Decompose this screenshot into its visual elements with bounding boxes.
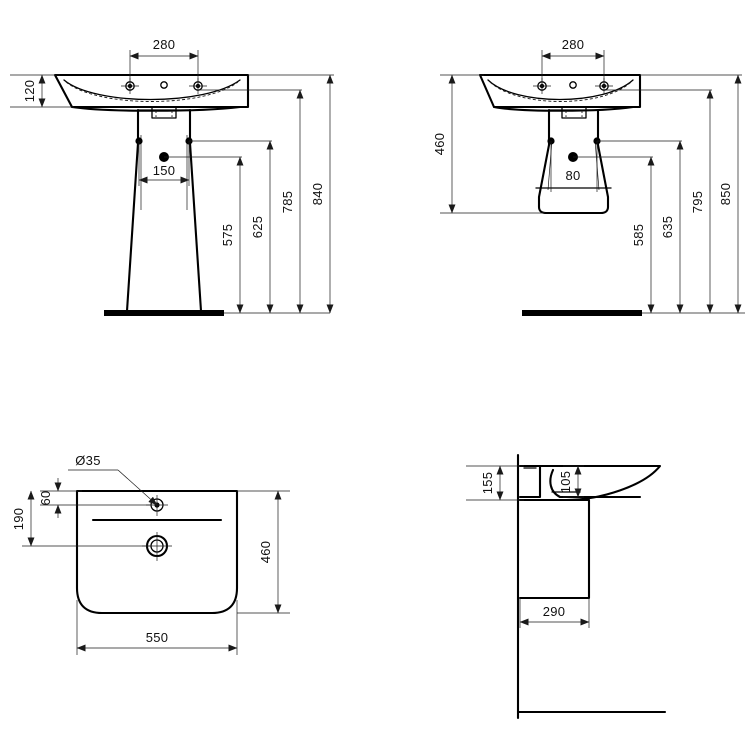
dim-label-v3-460: 460 (258, 541, 273, 564)
waste-outlet-plan (142, 532, 172, 561)
dim-v1-280: 280 (129, 37, 199, 82)
dim-v1-625: 625 (189, 140, 274, 314)
overflow-hole-2 (569, 81, 577, 89)
dim-label-v1-840: 840 (310, 183, 325, 206)
basin-front-outline (53, 73, 250, 112)
dim-v3-550: 550 (76, 600, 238, 655)
dim-v4-155: 155 (466, 465, 524, 501)
dim-label-v3-60: 60 (38, 490, 53, 505)
dim-v2-280: 280 (541, 37, 605, 82)
view-plan-top: Ø35 60 190 460 (11, 453, 290, 655)
dim-label-v4-105: 105 (558, 471, 573, 494)
dim-v1-785: 785 (198, 89, 304, 314)
basin-front-outline-2 (478, 73, 642, 112)
dim-label-v2-280: 280 (562, 37, 585, 52)
dim-v2-80: 80 (550, 141, 598, 192)
view-side-section: 155 105 290 (466, 453, 667, 720)
dim-v1-840: 840 (248, 74, 334, 314)
dim-label-v2-850: 850 (718, 183, 733, 206)
dim-v2-795: 795 (604, 89, 714, 314)
waste-trap-stub-2 (561, 106, 587, 119)
overflow-hole (160, 81, 168, 89)
waste-trap-stub (151, 106, 177, 119)
dim-v2-850: 850 (640, 74, 742, 314)
supply-connection-markers (135, 137, 193, 145)
dim-label-v1-280: 280 (153, 37, 176, 52)
dim-v4-105: 105 (558, 465, 584, 498)
dim-label-v3-190: 190 (11, 508, 26, 531)
dim-label-v4-290: 290 (543, 604, 566, 619)
dim-label-v1-120: 120 (22, 80, 37, 103)
semi-pedestal-side (518, 498, 591, 600)
dim-v3-diameter-35: Ø35 (68, 453, 158, 506)
dim-label-v2-585: 585 (631, 224, 646, 247)
dim-label-v3-d35: Ø35 (75, 453, 100, 468)
dim-v1-575: 575 (164, 156, 330, 314)
dim-v2-585: 585 (573, 156, 745, 314)
view-front-full-pedestal: 280 120 150 575 (10, 37, 334, 316)
dim-v1-120: 120 (10, 74, 74, 108)
dim-label-v1-625: 625 (250, 216, 265, 239)
dim-label-v1-575: 575 (220, 224, 235, 247)
dim-v3-460: 460 (237, 490, 290, 614)
dim-label-v1-150: 150 (153, 163, 176, 178)
dim-v2-460: 460 (432, 74, 545, 214)
dim-v3-60: 60 (38, 478, 150, 518)
basin-side-profile (518, 464, 662, 502)
dim-label-v2-635: 635 (660, 216, 675, 239)
dim-v4-290: 290 (519, 598, 590, 628)
view-front-semi-pedestal: 280 460 80 585 (432, 37, 745, 316)
basin-plan-outline (75, 489, 239, 615)
dim-v2-635: 635 (597, 140, 684, 314)
dim-label-v2-795: 795 (690, 191, 705, 214)
floor-reference-bar-2 (522, 310, 642, 316)
pedestal-base-plinth (104, 310, 224, 316)
dim-v3-190: 190 (11, 490, 150, 547)
supply-connection-markers-2 (547, 137, 601, 145)
dim-label-v2-460: 460 (432, 133, 447, 156)
dim-label-v2-80: 80 (565, 168, 580, 183)
dim-label-v4-155: 155 (480, 472, 495, 495)
dim-label-v3-550: 550 (146, 630, 169, 645)
dim-label-v1-785: 785 (280, 191, 295, 214)
dim-v1-150: 150 (138, 141, 190, 186)
